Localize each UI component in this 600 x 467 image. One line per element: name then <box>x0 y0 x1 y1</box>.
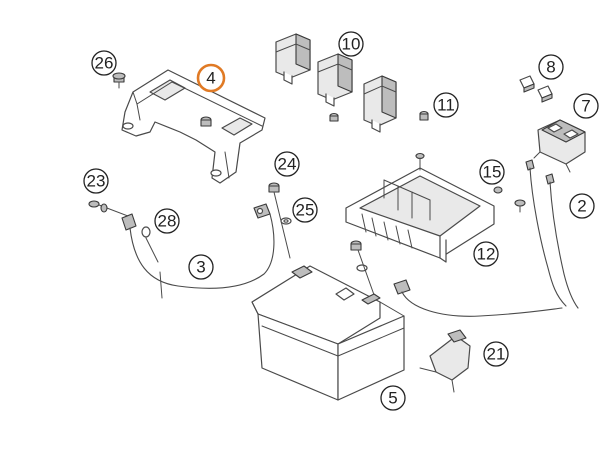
terminal-cover <box>419 329 471 393</box>
svg-text:12: 12 <box>477 245 496 264</box>
svg-text:23: 23 <box>87 172 106 191</box>
battery <box>251 265 405 401</box>
screw-fuse-left <box>329 112 339 122</box>
ground-cable <box>121 203 275 299</box>
svg-text:21: 21 <box>487 345 506 364</box>
starter-relay <box>533 119 586 173</box>
svg-text:3: 3 <box>196 258 205 277</box>
callout-10: 10 <box>338 31 364 57</box>
screw-15 <box>493 186 526 213</box>
washer-28 <box>141 226 159 263</box>
callout-11: 11 <box>433 92 459 118</box>
callout-12: 12 <box>473 241 499 267</box>
svg-text:15: 15 <box>483 163 502 182</box>
svg-text:10: 10 <box>342 35 361 54</box>
screw-11 <box>419 110 429 121</box>
callout-15: 15 <box>479 159 505 185</box>
callout-8: 8 <box>538 54 564 80</box>
svg-text:25: 25 <box>296 201 315 220</box>
svg-text:7: 7 <box>581 97 590 116</box>
screw-26 <box>112 72 126 89</box>
callout-28: 28 <box>154 208 180 234</box>
callout-3: 3 <box>188 254 214 280</box>
positive-cable <box>393 279 563 317</box>
clip-8b <box>537 85 553 103</box>
callout-5: 5 <box>380 385 406 411</box>
svg-text:2: 2 <box>577 197 586 216</box>
callout-25: 25 <box>292 197 318 223</box>
callout-2: 2 <box>569 193 595 219</box>
bolt-23 <box>88 200 129 217</box>
callout-23: 23 <box>83 168 109 194</box>
screw-24 <box>268 182 291 259</box>
svg-text:5: 5 <box>388 389 397 408</box>
callout-7: 7 <box>573 93 599 119</box>
callout-4: 4 <box>196 63 226 93</box>
callout-24: 24 <box>274 151 300 177</box>
callout-26: 26 <box>91 50 117 76</box>
battery-tray <box>345 152 495 263</box>
svg-text:11: 11 <box>437 96 455 115</box>
battery-holder-bracket <box>121 69 266 184</box>
screw-bracket <box>200 116 212 127</box>
svg-text:28: 28 <box>158 212 177 231</box>
svg-text:26: 26 <box>95 54 114 73</box>
fuse-box-3 <box>363 75 397 133</box>
svg-text:24: 24 <box>278 155 297 174</box>
main-cables <box>525 159 579 309</box>
clip-8a <box>519 75 535 93</box>
svg-text:4: 4 <box>206 69 215 88</box>
fuse-box-2 <box>317 53 353 107</box>
nut-25 <box>280 217 292 225</box>
screw-battery-right <box>350 240 379 307</box>
callout-21: 21 <box>483 341 509 367</box>
fuse-box-1 <box>275 33 311 85</box>
svg-text:8: 8 <box>546 58 555 77</box>
